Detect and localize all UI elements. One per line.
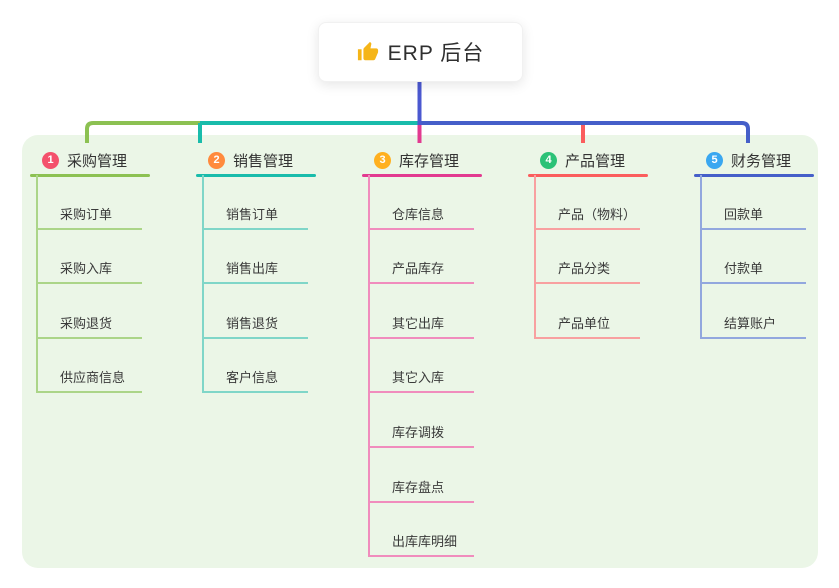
branch-2-label: 销售管理 <box>233 153 294 170</box>
root-node[interactable]: ERP 后台 <box>318 22 523 82</box>
child-node-label: 采购入库 <box>60 261 113 277</box>
branch-1: 1 采购管理采购订单采购入库采购退货供应商信息 <box>30 147 150 394</box>
child-node-label: 销售出库 <box>226 261 279 277</box>
child-node[interactable]: 其它入库 <box>370 339 474 394</box>
branch-5-label: 财务管理 <box>731 153 792 170</box>
branch-1-underline <box>30 174 150 177</box>
child-node[interactable]: 销售订单 <box>204 175 308 230</box>
child-node-label: 客户信息 <box>226 370 279 386</box>
branch-2-children: 销售订单销售出库销售退货客户信息 <box>202 175 308 394</box>
child-node[interactable]: 付款单 <box>702 230 806 285</box>
branch-3-underline <box>362 174 482 177</box>
branch-5-node[interactable]: 5 财务管理 <box>694 147 814 174</box>
branch-2: 2 销售管理销售订单销售出库销售退货客户信息 <box>196 147 316 394</box>
root-node-label: ERP 后台 <box>387 42 485 65</box>
branch-5-children: 回款单付款单结算账户 <box>700 175 806 339</box>
child-node[interactable]: 采购入库 <box>38 230 142 285</box>
child-node[interactable]: 出库库明细 <box>370 503 474 558</box>
child-node[interactable]: 客户信息 <box>204 339 308 394</box>
branch-3-node[interactable]: 3 库存管理 <box>362 147 482 174</box>
child-node[interactable]: 采购退货 <box>38 284 142 339</box>
child-node-label: 产品（物料） <box>558 206 637 222</box>
child-node-label: 销售订单 <box>226 206 279 222</box>
branch-5-number-badge: 5 <box>706 152 723 169</box>
child-node[interactable]: 产品分类 <box>536 230 640 285</box>
child-node-label: 回款单 <box>724 206 764 222</box>
child-node-label: 库存盘点 <box>392 479 445 495</box>
branch-3-number-badge: 3 <box>374 152 391 169</box>
child-node-label: 产品分类 <box>558 261 611 277</box>
child-node-label: 采购退货 <box>60 315 113 331</box>
child-node-label: 产品库存 <box>392 261 445 277</box>
branch-4: 4 产品管理产品（物料） 产品分类产品单位 <box>528 147 648 339</box>
branch-1-number-badge: 1 <box>42 152 59 169</box>
child-node[interactable]: 销售出库 <box>204 230 308 285</box>
child-node-label: 其它出库 <box>392 315 445 331</box>
child-node[interactable]: 结算账户 <box>702 284 806 339</box>
child-node[interactable]: 其它出库 <box>370 284 474 339</box>
branch-4-children: 产品（物料） 产品分类产品单位 <box>534 175 640 339</box>
branch-4-underline <box>528 174 648 177</box>
child-node[interactable]: 库存盘点 <box>370 448 474 503</box>
child-node-label: 销售退货 <box>226 315 279 331</box>
child-node-label: 出库库明细 <box>392 534 458 550</box>
branch-3: 3 库存管理仓库信息产品库存其它出库其它入库库存调拨库存盘点出库库明细 <box>362 147 482 558</box>
branch-2-number-badge: 2 <box>208 152 225 169</box>
branch-3-label: 库存管理 <box>399 153 460 170</box>
child-node-label: 其它入库 <box>392 370 445 386</box>
child-node-label: 付款单 <box>724 261 764 277</box>
child-node[interactable]: 销售退货 <box>204 284 308 339</box>
branch-5: 5 财务管理回款单付款单结算账户 <box>694 147 814 339</box>
child-node[interactable]: 产品库存 <box>370 230 474 285</box>
branch-1-label: 采购管理 <box>67 153 128 170</box>
child-node[interactable]: 产品（物料） <box>536 175 640 230</box>
child-node[interactable]: 供应商信息 <box>38 339 142 394</box>
child-node-label: 结算账户 <box>724 315 777 331</box>
child-node[interactable]: 库存调拨 <box>370 393 474 448</box>
child-node-label: 产品单位 <box>558 315 611 331</box>
child-node[interactable]: 仓库信息 <box>370 175 474 230</box>
branch-1-node[interactable]: 1 采购管理 <box>30 147 150 174</box>
branch-1-children: 采购订单采购入库采购退货供应商信息 <box>36 175 142 394</box>
child-node-label: 供应商信息 <box>60 370 126 386</box>
branch-5-underline <box>694 174 814 177</box>
child-node-label: 采购订单 <box>60 206 113 222</box>
child-node-label: 仓库信息 <box>392 206 445 222</box>
branch-2-underline <box>196 174 316 177</box>
child-node[interactable]: 产品单位 <box>536 284 640 339</box>
child-node-label: 库存调拨 <box>392 424 445 440</box>
thumbs-up-icon <box>357 41 378 61</box>
child-node[interactable]: 采购订单 <box>38 175 142 230</box>
branch-4-node[interactable]: 4 产品管理 <box>528 147 648 174</box>
branch-4-label: 产品管理 <box>565 153 626 170</box>
branches-panel <box>22 135 818 568</box>
child-node[interactable]: 回款单 <box>702 175 806 230</box>
branch-2-node[interactable]: 2 销售管理 <box>196 147 316 174</box>
branch-4-number-badge: 4 <box>540 152 557 169</box>
branch-3-children: 仓库信息产品库存其它出库其它入库库存调拨库存盘点出库库明细 <box>368 175 474 558</box>
